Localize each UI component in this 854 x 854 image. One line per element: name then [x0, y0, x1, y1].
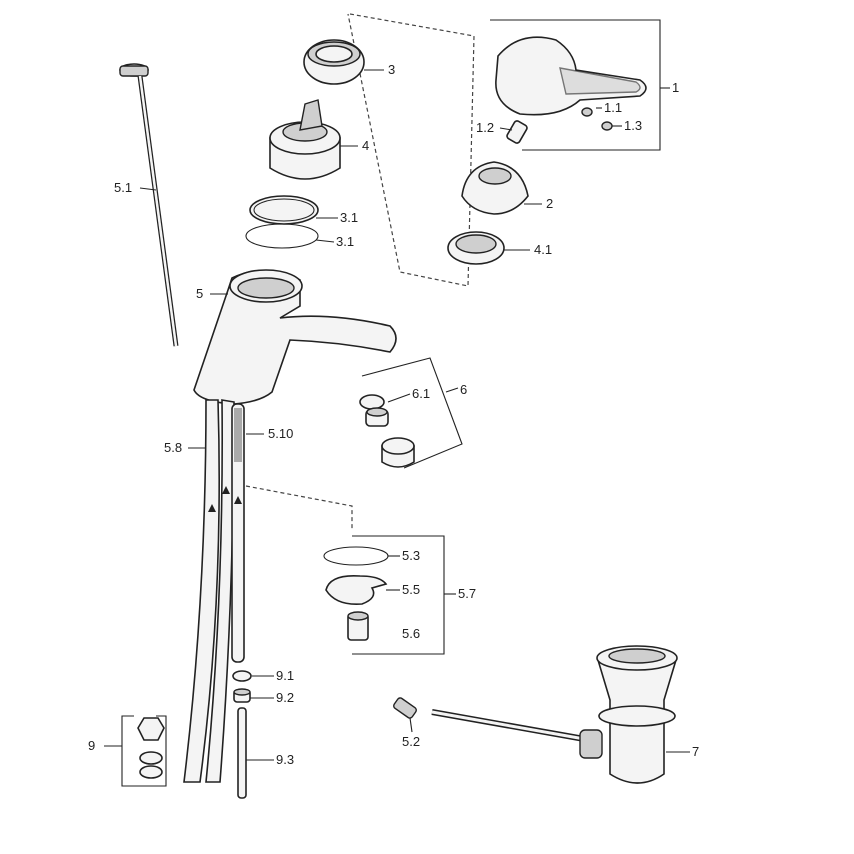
tube-9-3: [237, 707, 247, 799]
bracket-9: [121, 715, 167, 787]
label-1-1: 1.1: [604, 100, 622, 115]
label-3-1-upper: 3.1: [340, 210, 358, 225]
label-5-6: 5.6: [402, 626, 420, 641]
label-9: 9: [88, 738, 95, 753]
supply-hoses-5-8: [183, 399, 235, 783]
label-3-1-lower: 3.1: [336, 234, 354, 249]
clip-5-5: [325, 574, 388, 606]
dashed-guide-cartridge: [347, 13, 475, 287]
screw-1-1: [581, 107, 593, 117]
label-5-7: 5.7: [458, 586, 476, 601]
link-5-2: [393, 697, 417, 719]
bracket-1: [490, 19, 661, 151]
label-1-3: 1.3: [624, 118, 642, 133]
label-3: 3: [388, 62, 395, 77]
aerator-6-1: [359, 394, 389, 427]
label-5-3: 5.3: [402, 548, 420, 563]
o-rings-3-1: [245, 195, 319, 249]
screw-1-3: [601, 121, 613, 131]
popup-hose-5-10: [231, 403, 245, 663]
faucet-body-5: [193, 269, 397, 405]
dashed-guide-hose: [245, 485, 353, 530]
bracket-5-7: [352, 535, 445, 655]
washer-9-1: [232, 670, 252, 682]
label-1: 1: [672, 80, 679, 95]
label-4-1: 4.1: [534, 242, 552, 257]
aerator-housing-6: [381, 437, 415, 468]
popup-rod-5-1: [119, 63, 179, 347]
label-5-2: 5.2: [402, 734, 420, 749]
label-9-1: 9.1: [276, 668, 294, 683]
label-1-2: 1.2: [476, 120, 494, 135]
nut-4-1: [447, 231, 505, 265]
label-5-5: 5.5: [402, 582, 420, 597]
bracket-6: [361, 357, 463, 469]
label-5-1: 5.1: [114, 180, 132, 195]
label-5: 5: [196, 286, 203, 301]
label-6-1: 6.1: [412, 386, 430, 401]
label-2: 2: [546, 196, 553, 211]
label-4: 4: [362, 138, 369, 153]
plug-1-2: [506, 120, 528, 144]
label-7: 7: [692, 744, 699, 759]
connector-5-6: [347, 611, 369, 641]
label-9-3: 9.3: [276, 752, 294, 767]
nut-set-9: [137, 717, 165, 779]
label-9-2: 9.2: [276, 690, 294, 705]
o-ring-5-3: [323, 546, 389, 566]
label-5-10: 5.10: [268, 426, 293, 441]
label-5-8: 5.8: [164, 440, 182, 455]
cartridge-4: [269, 99, 341, 180]
lever-handle-1: [495, 36, 647, 116]
cover-2: [461, 161, 529, 215]
cap-ring-3: [303, 39, 365, 85]
leader-lines: [104, 69, 690, 761]
ferrule-9-2: [233, 688, 251, 703]
label-6: 6: [460, 382, 467, 397]
waste-drain-7: [431, 645, 678, 784]
